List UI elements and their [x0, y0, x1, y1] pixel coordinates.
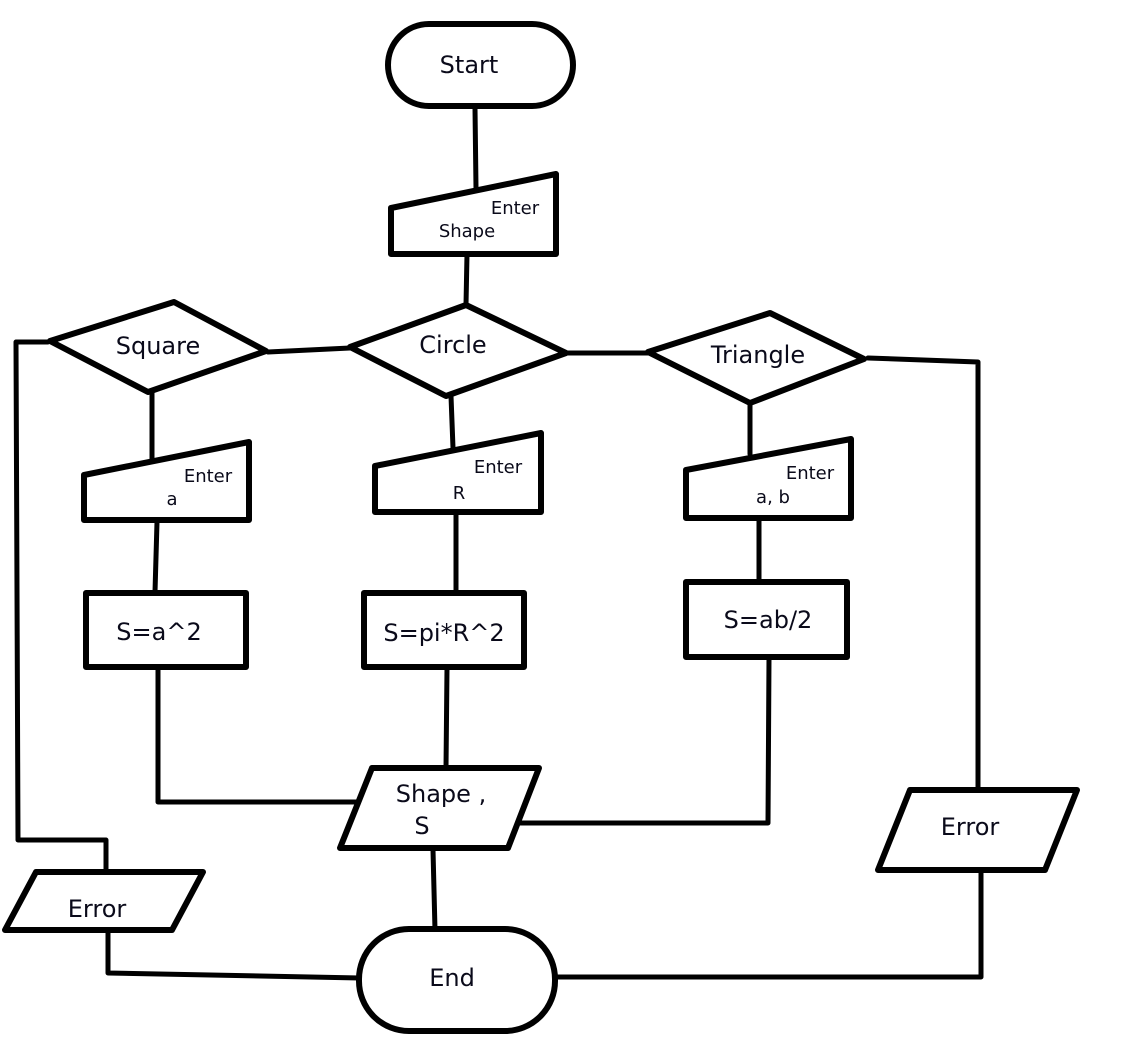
enter-ab-input-shape: [683, 436, 854, 521]
start-node: Start: [385, 21, 576, 109]
edge-start-enter-shape: [472, 105, 479, 191]
decision-square-label: Square: [116, 332, 201, 360]
enter-r-input-shape: [372, 430, 544, 515]
calc-square-shape: [83, 590, 249, 670]
enter-a-line1: Enter: [184, 466, 233, 487]
calc-triangle-node: S=ab/2: [683, 579, 850, 660]
calc-triangle-label: S=ab/2: [724, 606, 813, 634]
edge-calc-triangle-output: [516, 655, 772, 826]
edge-calc-square-output: [155, 665, 361, 805]
error-left-shape: [2, 869, 206, 933]
end-node: End: [356, 926, 558, 1034]
decision-square-shape: [47, 299, 269, 395]
decision-triangle-node: Triangle: [645, 310, 867, 406]
decision-circle-shape: [347, 302, 569, 399]
edge-calc-circle-output: [443, 665, 450, 771]
decision-square-node: Square: [47, 299, 269, 395]
end-label: End: [429, 964, 475, 992]
edge-square-error-left: [13, 339, 109, 875]
edge-enter-a-calc: [152, 519, 160, 595]
enter-shape-line2: Shape: [439, 221, 495, 242]
calc-square-label: S=a^2: [116, 618, 201, 646]
enter-r-line1: Enter: [474, 457, 523, 478]
enter-shape-input-shape: [388, 171, 559, 257]
enter-ab-line1: Enter: [786, 463, 835, 484]
enter-shape-node: Enter Shape: [388, 171, 559, 257]
enter-r-node: Enter R: [372, 430, 544, 515]
error-left-label: Error: [68, 895, 127, 923]
edge-enter-shape-circle: [463, 251, 470, 308]
enter-a-node: Enter a: [81, 439, 252, 523]
edge-error-right-end: [551, 868, 984, 980]
edge-triangle-error-right: [865, 355, 981, 793]
output-line1: Shape ,: [396, 780, 486, 808]
decision-circle-label: Circle: [419, 331, 486, 359]
end-terminator-shape: [356, 926, 558, 1034]
error-left-node: Error: [2, 869, 206, 933]
enter-shape-line1: Enter: [491, 198, 540, 219]
start-label: Start: [440, 51, 499, 79]
calc-square-node: S=a^2: [83, 590, 249, 670]
enter-a-line2: a: [166, 489, 177, 510]
connectors: [13, 105, 984, 981]
enter-ab-line2: a, b: [756, 487, 790, 508]
edge-circle-enter-r: [448, 393, 456, 451]
calc-circle-shape: [361, 590, 527, 670]
output-line2: S: [414, 812, 429, 840]
calc-circle-node: S=pi*R^2: [361, 590, 527, 670]
error-right-label: Error: [941, 813, 1000, 841]
decision-triangle-label: Triangle: [710, 341, 805, 369]
decision-circle-node: Circle: [347, 302, 569, 399]
edge-error-left-end: [105, 927, 363, 981]
error-right-shape: [875, 787, 1080, 873]
start-terminator-shape: [385, 21, 576, 109]
enter-r-line2: R: [453, 483, 466, 504]
error-right-node: Error: [875, 787, 1080, 873]
edge-circle-square: [265, 345, 353, 355]
output-node: Shape , S: [337, 765, 542, 851]
calc-triangle-shape: [683, 579, 850, 660]
calc-circle-label: S=pi*R^2: [383, 619, 504, 647]
enter-ab-node: Enter a, b: [683, 436, 854, 521]
edge-output-end: [430, 847, 438, 933]
decision-triangle-shape: [645, 310, 867, 406]
output-data-shape: [337, 765, 542, 851]
enter-a-input-shape: [81, 439, 252, 523]
